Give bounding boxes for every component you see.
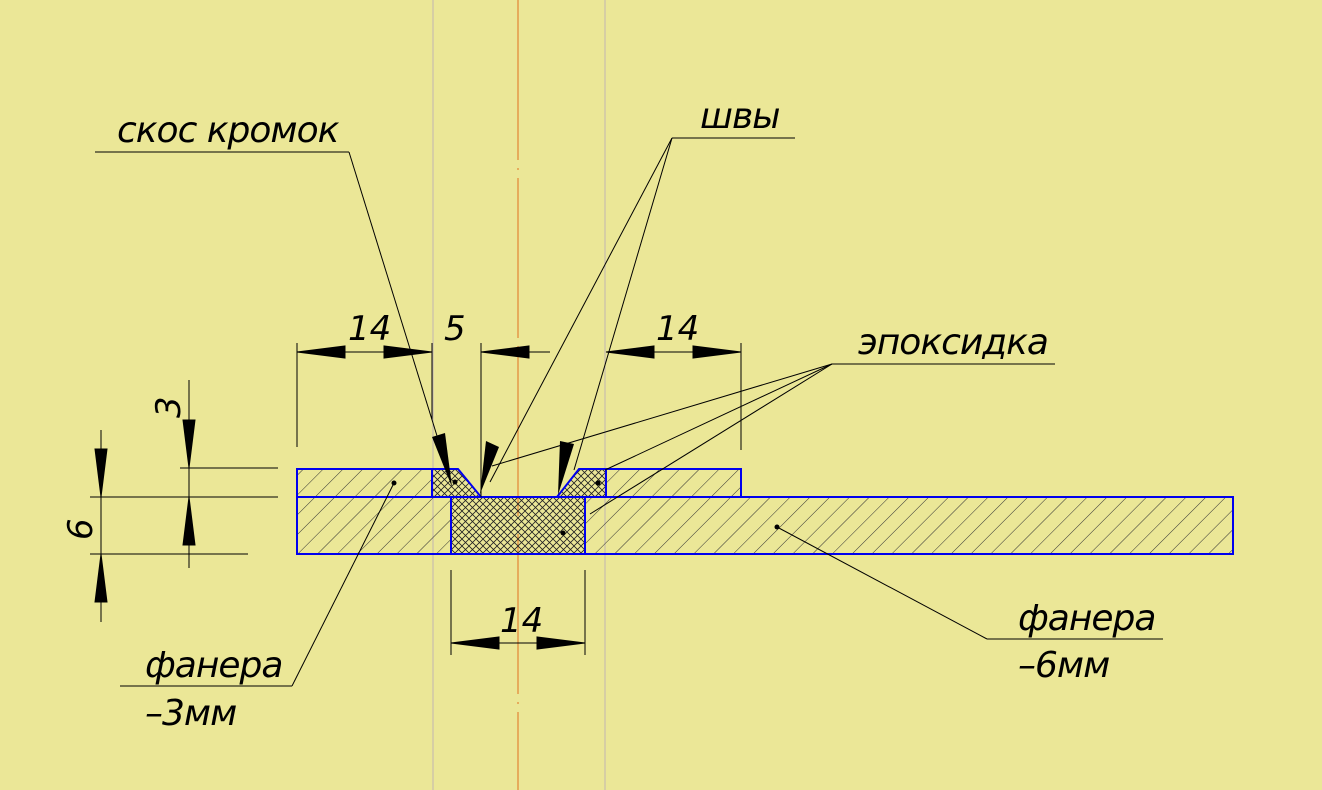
leader-arrowheads bbox=[391, 433, 780, 536]
plywood-3mm-right bbox=[605, 468, 742, 498]
extension-lines bbox=[90, 343, 742, 655]
dim-top-right-width: 14 bbox=[656, 309, 699, 349]
label-plywood-3mm-1: фанера bbox=[145, 645, 282, 686]
label-plywood-6mm-2: –6мм bbox=[1018, 645, 1109, 686]
plywood-6mm bbox=[296, 496, 1234, 555]
dim-insert-width: 14 bbox=[500, 601, 543, 641]
label-seams: швы bbox=[700, 96, 780, 137]
epoxy-bevel-right bbox=[554, 468, 607, 498]
epoxy-insert bbox=[450, 496, 586, 555]
dim-gap-width: 5 bbox=[444, 309, 466, 349]
dim-top-layer-thickness: 3 bbox=[149, 396, 189, 418]
dimension-arrows bbox=[94, 345, 742, 650]
dim-total-thickness: 6 bbox=[61, 518, 101, 540]
label-bevel: скос кромок bbox=[117, 110, 340, 151]
label-plywood-6mm-1: фанера bbox=[1018, 598, 1155, 639]
plywood-3mm-left bbox=[296, 468, 433, 498]
label-plywood-3mm-2: –3мм bbox=[145, 693, 236, 734]
label-epoxy: эпоксидка bbox=[858, 322, 1048, 363]
dim-top-left-width: 14 bbox=[348, 309, 391, 349]
leader-lines bbox=[95, 137, 1163, 687]
